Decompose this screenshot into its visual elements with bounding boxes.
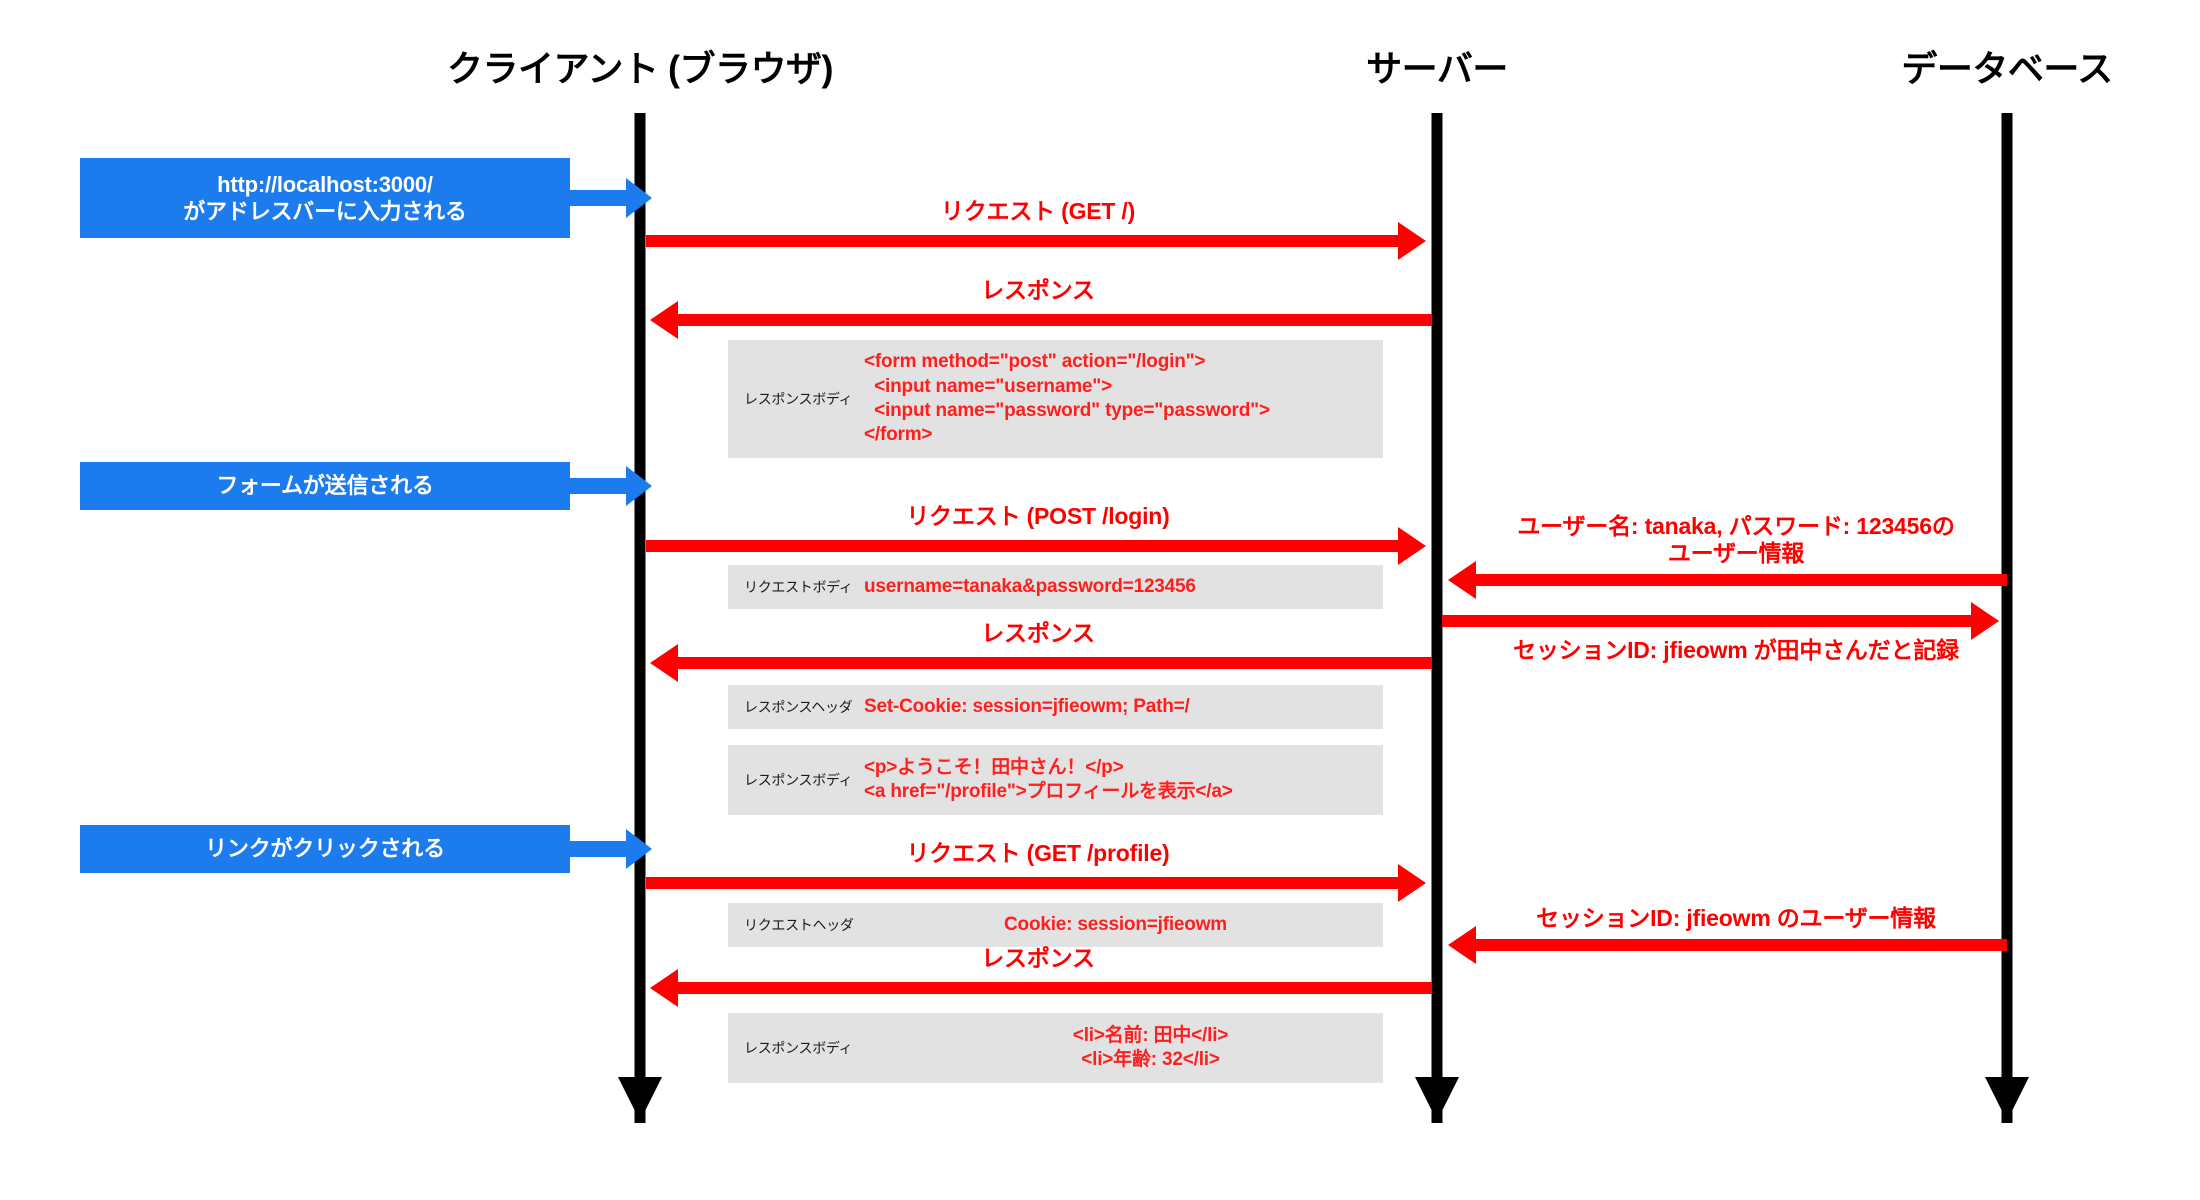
message-arrow-post-login [646,540,1398,552]
lifeline-end-arrow-database [1985,1077,2029,1121]
message-arrowhead-response-1-left [650,301,678,339]
message-label-get-root: リクエスト (GET /) [940,198,1136,224]
message-arrowhead-get-root-right [1398,222,1426,260]
message-arrow-get-root [646,235,1398,247]
note-code-response-body-login-form: <form method="post" action="/login"> <in… [864,351,1270,446]
note-kind-label-response-body-profile: レスポンスボディ [744,1040,853,1056]
note-kind-label-response-header-set-cookie: レスポンスヘッダ [744,699,853,715]
note-response-body-profile: レスポンスボディ <li>名前: 田中</li> <li>年齢: 32</li> [728,1013,1383,1083]
message-label-db-query-user: ユーザー名: tanaka, パスワード: 123456の ユーザー情報 [1517,513,1955,567]
message-arrowhead-response-3-left [650,969,678,1007]
actor-note-link-click-arrowhead [626,829,652,869]
note-kind-label-response-body-login-form: レスポンスボディ [744,391,853,407]
message-label-db-store-session: セッションID: jfieowm が田中さんだと記録 [1513,637,1959,663]
message-arrow-response-1 [678,314,1432,326]
message-arrowhead-db-lookup-session-left [1448,926,1476,964]
lifeline-end-arrow-server [1415,1077,1459,1121]
lifeline-bar-database [2001,113,2013,1123]
actor-note-link-click: リンクがクリックされる [80,825,652,873]
note-code-response-body-profile: <li>名前: 田中</li> <li>年齢: 32</li> [1072,1024,1229,1070]
actor-note-form-submit-text: フォームが送信される [216,473,434,499]
message-arrowhead-db-query-user-left [1448,561,1476,599]
actor-note-link-click-text: リンクがクリックされる [205,836,445,862]
actor-note-form-submit-arrowhead [626,466,652,506]
message-arrow-db-lookup-session [1476,939,2007,951]
lifeline-end-arrow-client [618,1077,662,1121]
actor-note-link-click-stem [570,841,626,857]
message-label-db-lookup-session: セッションID: jfieowm のユーザー情報 [1536,905,1936,931]
note-code-response-header-set-cookie: Set-Cookie: session=jfieowm; Path=/ [864,695,1190,717]
message-label-response-2: レスポンス [981,620,1095,646]
note-response-body-welcome: レスポンスボディ <p>ようこそ！田中さん！</p> <a href="/pro… [728,745,1383,815]
lifeline-bar-server [1431,113,1443,1123]
message-arrowhead-response-2-left [650,644,678,682]
message-arrowhead-get-profile-right [1398,864,1426,902]
lifeline-header-client: クライアント (ブラウザ) [446,48,834,89]
lifeline-header-server: サーバー [1366,48,1508,89]
message-label-post-login: リクエスト (POST /login) [906,503,1170,529]
note-request-body-credentials: リクエストボディ username=tanaka&password=123456 [728,565,1383,609]
note-code-request-header-cookie: Cookie: session=jfieowm [1004,913,1227,935]
message-label-get-profile: リクエスト (GET /profile) [906,840,1170,866]
note-response-body-login-form: レスポンスボディ <form method="post" action="/lo… [728,340,1383,458]
actor-note-address-bar: http://localhost:3000/ がアドレスバーに入力される [80,158,652,238]
note-code-response-body-welcome: <p>ようこそ！田中さん！</p> <a href="/profile">プロフ… [864,756,1233,802]
lifeline-bar-client [634,113,646,1123]
message-arrow-db-store-session [1442,615,1973,627]
note-kind-label-request-header-cookie: リクエストヘッダ [744,917,854,933]
note-kind-label-request-body-credentials: リクエストボディ [744,579,853,595]
actor-note-address-bar-arrowhead [626,178,652,218]
note-request-header-cookie: リクエストヘッダ Cookie: session=jfieowm [728,903,1383,947]
actor-note-form-submit: フォームが送信される [80,462,652,510]
message-arrow-response-3 [678,982,1432,994]
message-arrow-db-query-user [1476,574,2007,586]
actor-note-form-submit-label: フォームが送信される [80,462,570,510]
lifeline-header-database: データベース [1901,48,2113,89]
message-label-response-1: レスポンス [981,277,1095,303]
message-arrowhead-post-login-right [1398,527,1426,565]
actor-note-address-bar-stem [570,190,626,206]
note-response-header-set-cookie: レスポンスヘッダ Set-Cookie: session=jfieowm; Pa… [728,685,1383,729]
actor-note-form-submit-stem [570,478,626,494]
note-code-request-body-credentials: username=tanaka&password=123456 [864,575,1196,597]
message-arrow-response-2 [678,657,1432,669]
actor-note-address-bar-text: http://localhost:3000/ がアドレスバーに入力される [183,171,467,225]
message-arrow-get-profile [646,877,1398,889]
actor-note-link-click-label: リンクがクリックされる [80,825,570,873]
message-arrowhead-db-store-session-right [1971,602,1999,640]
actor-note-address-bar-label: http://localhost:3000/ がアドレスバーに入力される [80,158,570,238]
note-kind-label-response-body-welcome: レスポンスボディ [744,772,853,788]
message-label-response-3: レスポンス [981,945,1095,971]
